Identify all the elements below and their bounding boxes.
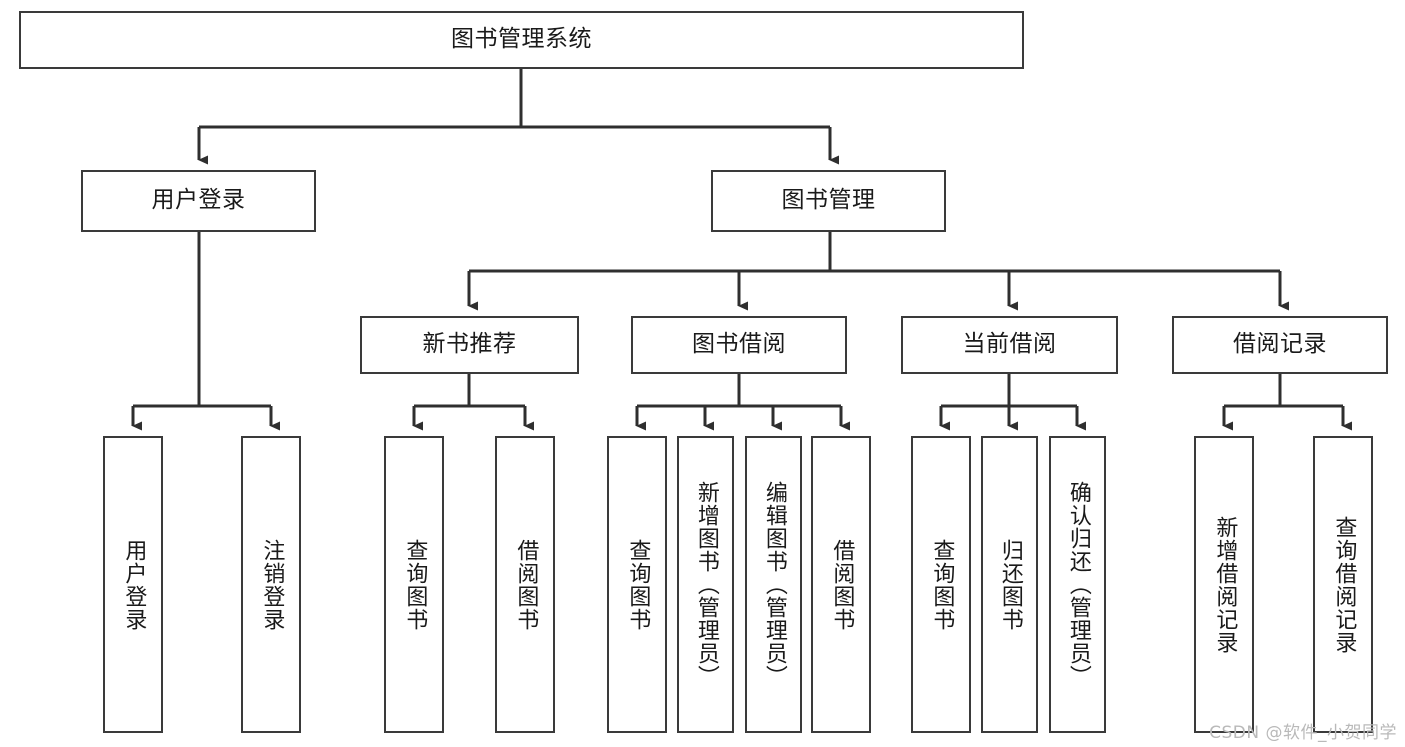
node-book-management[interactable]: 图书管理: [711, 170, 946, 232]
node-user-login[interactable]: 用户登录: [81, 170, 316, 232]
node-leaf-add-borrow-record[interactable]: 新增借阅记录: [1194, 436, 1254, 733]
node-leaf-query-book-2[interactable]: 查询图书: [607, 436, 667, 733]
node-leaf-add-book-label: 新增图书（管理员）: [693, 481, 719, 688]
node-leaf-borrow-book-1[interactable]: 借阅图书: [495, 436, 555, 733]
node-current-borrow-label: 当前借阅: [962, 331, 1057, 358]
node-borrow-record-label: 借阅记录: [1233, 331, 1327, 358]
node-leaf-query-book-3-label: 查询图书: [929, 538, 955, 631]
node-leaf-query-book-1[interactable]: 查询图书: [384, 436, 444, 733]
node-leaf-user-login[interactable]: 用户登录: [103, 436, 163, 733]
node-leaf-borrow-book-2[interactable]: 借阅图书: [811, 436, 871, 733]
node-book-management-label: 图书管理: [781, 187, 876, 214]
node-leaf-borrow-book-2-label: 借阅图书: [829, 538, 855, 631]
node-leaf-confirm-return-label: 确认归还（管理员）: [1065, 481, 1091, 688]
node-root-label: 图书管理系统: [451, 26, 592, 53]
node-leaf-return-book[interactable]: 归还图书: [981, 436, 1038, 733]
node-leaf-borrow-book-1-label: 借阅图书: [513, 538, 539, 631]
node-borrow-record[interactable]: 借阅记录: [1172, 316, 1388, 374]
node-leaf-edit-book[interactable]: 编辑图书（管理员）: [745, 436, 802, 733]
node-leaf-query-book-1-label: 查询图书: [402, 538, 428, 631]
node-leaf-query-borrow-record[interactable]: 查询借阅记录: [1313, 436, 1373, 733]
node-leaf-query-borrow-record-label: 查询借阅记录: [1331, 515, 1357, 654]
node-leaf-confirm-return[interactable]: 确认归还（管理员）: [1049, 436, 1106, 733]
node-leaf-edit-book-label: 编辑图书（管理员）: [761, 481, 787, 688]
node-book-borrow-label: 图书借阅: [692, 331, 786, 358]
node-leaf-add-book[interactable]: 新增图书（管理员）: [677, 436, 734, 733]
node-root[interactable]: 图书管理系统: [19, 11, 1024, 69]
node-new-book-recommend-label: 新书推荐: [422, 331, 517, 358]
node-book-borrow[interactable]: 图书借阅: [631, 316, 847, 374]
node-new-book-recommend[interactable]: 新书推荐: [360, 316, 579, 374]
node-user-login-label: 用户登录: [151, 187, 246, 214]
node-leaf-logout[interactable]: 注销登录: [241, 436, 301, 733]
node-leaf-add-borrow-record-label: 新增借阅记录: [1212, 515, 1238, 654]
node-leaf-return-book-label: 归还图书: [997, 538, 1023, 631]
node-current-borrow[interactable]: 当前借阅: [901, 316, 1118, 374]
node-leaf-logout-label: 注销登录: [259, 538, 285, 631]
node-leaf-query-book-3[interactable]: 查询图书: [911, 436, 971, 733]
node-leaf-query-book-2-label: 查询图书: [625, 538, 651, 631]
csdn-watermark: CSDN @软件_小贺同学: [1209, 723, 1397, 743]
node-leaf-user-login-label: 用户登录: [121, 538, 147, 631]
